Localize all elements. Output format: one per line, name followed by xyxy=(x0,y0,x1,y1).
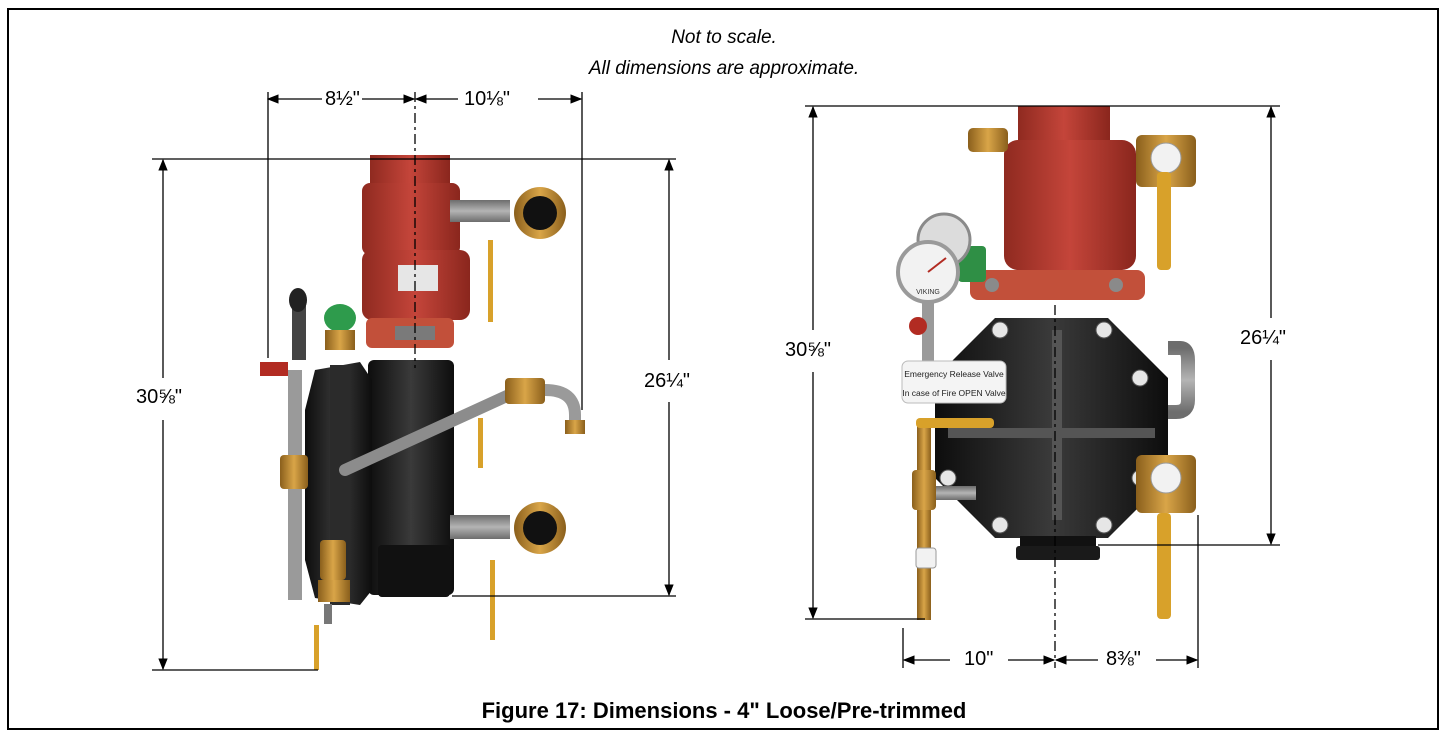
right-strainer xyxy=(968,128,1008,152)
figure-caption: Figure 17: Dimensions - 4" Loose/Pre-tri… xyxy=(481,698,967,723)
placard-line-2: In case of Fire OPEN Valve xyxy=(902,388,1006,398)
left-black-body xyxy=(368,360,454,595)
left-trim-valve xyxy=(505,378,545,404)
left-width-left-label: 8½" xyxy=(323,88,362,111)
left-trim-pipe xyxy=(339,384,526,476)
left-red-top-flange xyxy=(370,155,450,185)
left-lower-outlet-pipe xyxy=(450,515,510,539)
right-overall-height-label: 30⅝" xyxy=(783,339,834,362)
right-trim-riser xyxy=(917,420,931,620)
left-gauge-icon xyxy=(289,288,307,312)
left-lower-handle xyxy=(490,560,495,640)
left-upper-outlet-pipe xyxy=(450,200,510,222)
right-emergency-handle xyxy=(916,418,994,428)
emergency-release-placard xyxy=(901,360,1007,404)
right-coupling xyxy=(970,270,1145,300)
right-red-top-flange xyxy=(1018,106,1110,144)
left-gauge-stem xyxy=(292,300,306,360)
right-lower-handle xyxy=(1157,513,1171,619)
right-width-right-label: 8⅜" xyxy=(1104,648,1143,671)
right-upper-handle xyxy=(1157,172,1171,270)
right-width-left-label: 10" xyxy=(962,648,996,671)
right-valve-assembly: VIKING Emergency Release Valve In case o… xyxy=(896,106,1196,620)
left-solenoid-icon xyxy=(324,304,356,332)
left-overall-height-label: 30⅝" xyxy=(134,386,185,409)
right-red-handwheel-icon xyxy=(909,317,927,335)
left-body-height-label: 26¼" xyxy=(642,370,693,393)
note-approximate: All dimensions are approximate. xyxy=(588,58,860,79)
right-dimension-lines xyxy=(805,105,1280,668)
left-dimension-lines xyxy=(152,92,676,671)
right-red-valve-body xyxy=(1004,140,1136,270)
figure-frame xyxy=(7,8,1439,730)
note-not-to-scale: Not to scale. xyxy=(671,27,777,48)
gauge-brand-label: VIKING xyxy=(916,289,940,296)
left-valve-assembly xyxy=(260,155,585,670)
placard-line-1: Emergency Release Valve xyxy=(904,369,1004,379)
left-width-right-label: 10⅛" xyxy=(462,88,513,111)
left-bottom-flange xyxy=(378,545,450,597)
left-red-valve-top xyxy=(362,183,460,255)
left-upper-handle xyxy=(488,240,493,322)
left-nameplate xyxy=(398,265,438,291)
right-body-height-label: 26¼" xyxy=(1238,327,1289,350)
